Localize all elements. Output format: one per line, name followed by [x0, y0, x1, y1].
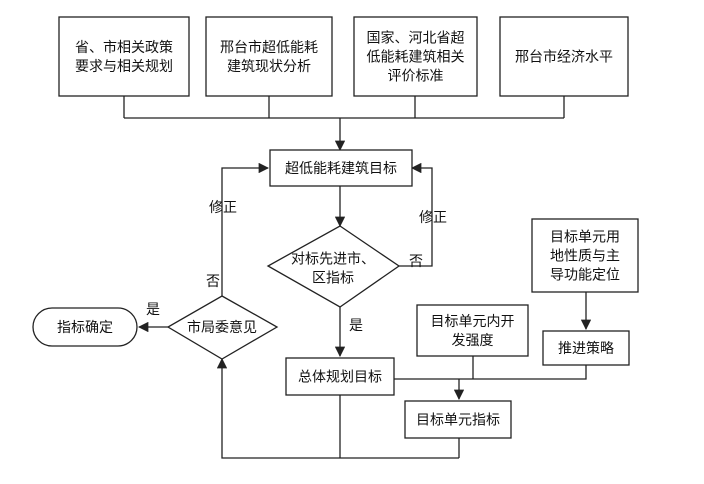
node-policy: 省、市相关政策要求与相关规划: [58, 16, 190, 97]
node-label-line: 省、市相关政策: [75, 39, 173, 56]
node-label-line: 超低能耗建筑目标: [285, 161, 397, 177]
node-label-line: 目标单元用: [550, 230, 620, 246]
node-goal: 超低能耗建筑目标: [269, 149, 413, 187]
node-economy-label: 邢台市经济水平: [515, 49, 613, 66]
node-label-line: 国家、河北省超: [367, 30, 465, 47]
node-status: 邢台市超低能耗建筑现状分析: [205, 16, 333, 97]
node-label-line: 低能耗建筑相关: [367, 50, 465, 66]
node-overall-label: 总体规划目标: [298, 370, 382, 386]
node-label-line: 邢台市经济水平: [515, 49, 613, 66]
node-landuse-label: 目标单元用地性质与主导功能定位: [550, 230, 620, 284]
node-confirm-terminal: 指标确定: [32, 307, 138, 347]
merge-line: [394, 365, 587, 380]
node-overall: 总体规划目标: [285, 357, 395, 396]
arrow-revise-right: [399, 162, 433, 267]
node-intensity: 目标单元内开发强度: [416, 304, 529, 357]
node-confirm-label: 指标确定: [57, 320, 113, 336]
node-label-line: 目标单元内开: [431, 314, 515, 330]
node-standards-label: 国家、河北省超低能耗建筑相关评价标准: [367, 30, 465, 85]
node-committee-decision: 市局委意见: [166, 295, 279, 360]
edge-label-revise-left: 修正: [209, 200, 237, 216]
node-standards: 国家、河北省超低能耗建筑相关评价标准: [353, 16, 478, 97]
node-strategy: 推进策略: [542, 330, 630, 366]
node-label-line: 发强度: [452, 333, 494, 349]
node-status-label: 邢台市超低能耗建筑现状分析: [220, 39, 318, 75]
node-label-line: 总体规划目标: [298, 370, 382, 386]
node-label-line: 建筑现状分析: [227, 59, 311, 75]
node-economy: 邢台市经济水平: [499, 16, 629, 97]
node-label-line: 导功能定位: [550, 268, 620, 284]
node-label-line: 区指标: [312, 271, 354, 287]
node-label-line: 地性质与主: [550, 249, 620, 265]
node-label-line: 对标先进市、: [291, 251, 375, 268]
node-landuse: 目标单元用地性质与主导功能定位: [531, 218, 639, 293]
edge-label-revise-right: 修正: [419, 210, 447, 226]
edge-label-no-left: 否: [206, 274, 220, 290]
node-label-line: 目标单元指标: [416, 413, 500, 429]
node-policy-label: 省、市相关政策要求与相关规划: [75, 39, 173, 75]
connectors: [123, 96, 592, 459]
node-label-line: 推进策略: [558, 340, 614, 357]
node-label-line: 邢台市超低能耗: [220, 39, 318, 56]
node-strategy-label: 推进策略: [558, 340, 614, 357]
node-label-line: 评价标准: [388, 69, 444, 85]
node-intensity-label: 目标单元内开发强度: [431, 314, 515, 349]
node-goal-label: 超低能耗建筑目标: [285, 161, 397, 177]
arrow-to-committee: [216, 357, 459, 459]
node-label-line: 指标确定: [57, 320, 113, 336]
node-unit-index-label: 目标单元指标: [416, 413, 500, 429]
node-benchmark-label: 对标先进市、区指标: [291, 251, 375, 287]
node-benchmark-decision: 对标先进市、区指标: [266, 225, 401, 308]
node-label-line: 要求与相关规划: [75, 59, 173, 75]
node-unit-index: 目标单元指标: [404, 400, 512, 439]
node-label-line: 市局委意见: [187, 319, 257, 336]
arrow-revise-left: [221, 162, 270, 296]
edge-label-no-right: 否: [409, 254, 423, 270]
edge-label-yes-down: 是: [349, 318, 363, 334]
edge-label-yes-left: 是: [146, 302, 160, 318]
node-committee-label: 市局委意见: [187, 319, 257, 336]
